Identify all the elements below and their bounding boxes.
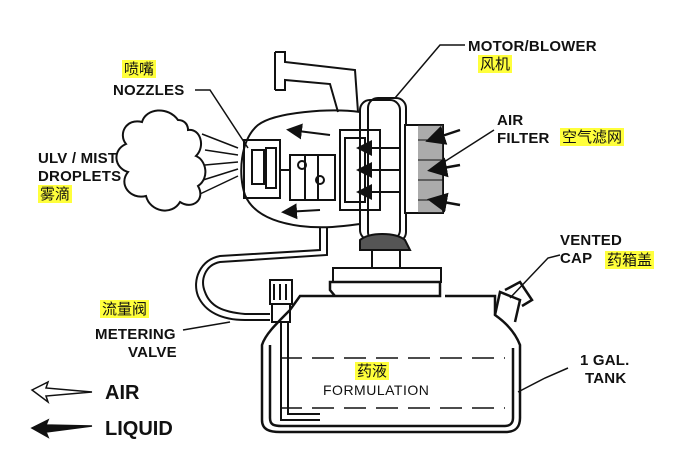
tank-label-line1: 1 GAL. xyxy=(580,352,630,369)
tank xyxy=(260,280,534,434)
handle-tube xyxy=(274,51,359,113)
air-filter-label-line1: AIR xyxy=(497,112,524,129)
vented-cap-label-zh: 药箱盖 xyxy=(605,251,655,269)
mist-cloud xyxy=(115,109,207,212)
filter-inlet-arrows xyxy=(425,125,461,213)
air-filter-label-zh: 空气滤网 xyxy=(560,128,625,146)
metering-valve-body xyxy=(269,279,320,421)
metering-valve-label-zh: 流量阀 xyxy=(100,300,150,318)
legend-liquid-label: LIQUID xyxy=(105,418,173,440)
stand-post xyxy=(332,233,442,283)
formulation-label: FORMULATION xyxy=(323,382,430,398)
ulv-mist-label-line1: ULV / MIST xyxy=(38,150,118,167)
nozzles-label: NOZZLES xyxy=(113,82,185,99)
legend-air-label: AIR xyxy=(105,382,140,404)
vented-cap-label-line1: VENTED xyxy=(560,232,623,249)
air-flow-arrows xyxy=(281,123,400,220)
tank-label-line2: TANK xyxy=(585,370,627,387)
nozzles-label-zh: 喷嘴 xyxy=(122,60,157,78)
feed-tube xyxy=(195,228,328,321)
spray-lines xyxy=(199,133,239,195)
motor-blower-label-zh: 风机 xyxy=(478,55,513,73)
formulation-label-zh: 药液 xyxy=(355,362,390,380)
metering-valve-label-line2: VALVE xyxy=(128,344,177,361)
hollow-arrow-icon xyxy=(30,380,93,405)
solid-arrow-icon xyxy=(30,418,93,439)
motor-blower-label: MOTOR/BLOWER xyxy=(468,38,597,55)
air-filter-label-line2: FILTER xyxy=(497,130,550,147)
liquid-level-lines xyxy=(280,357,505,409)
leader-lines xyxy=(182,44,569,393)
ulv-mist-label-zh: 雾滴 xyxy=(38,185,73,203)
vented-cap-label-line2: CAP xyxy=(560,250,593,267)
metering-valve-label-line1: METERING xyxy=(95,326,176,343)
ulv-mist-label-line2: DROPLETS xyxy=(38,168,122,185)
